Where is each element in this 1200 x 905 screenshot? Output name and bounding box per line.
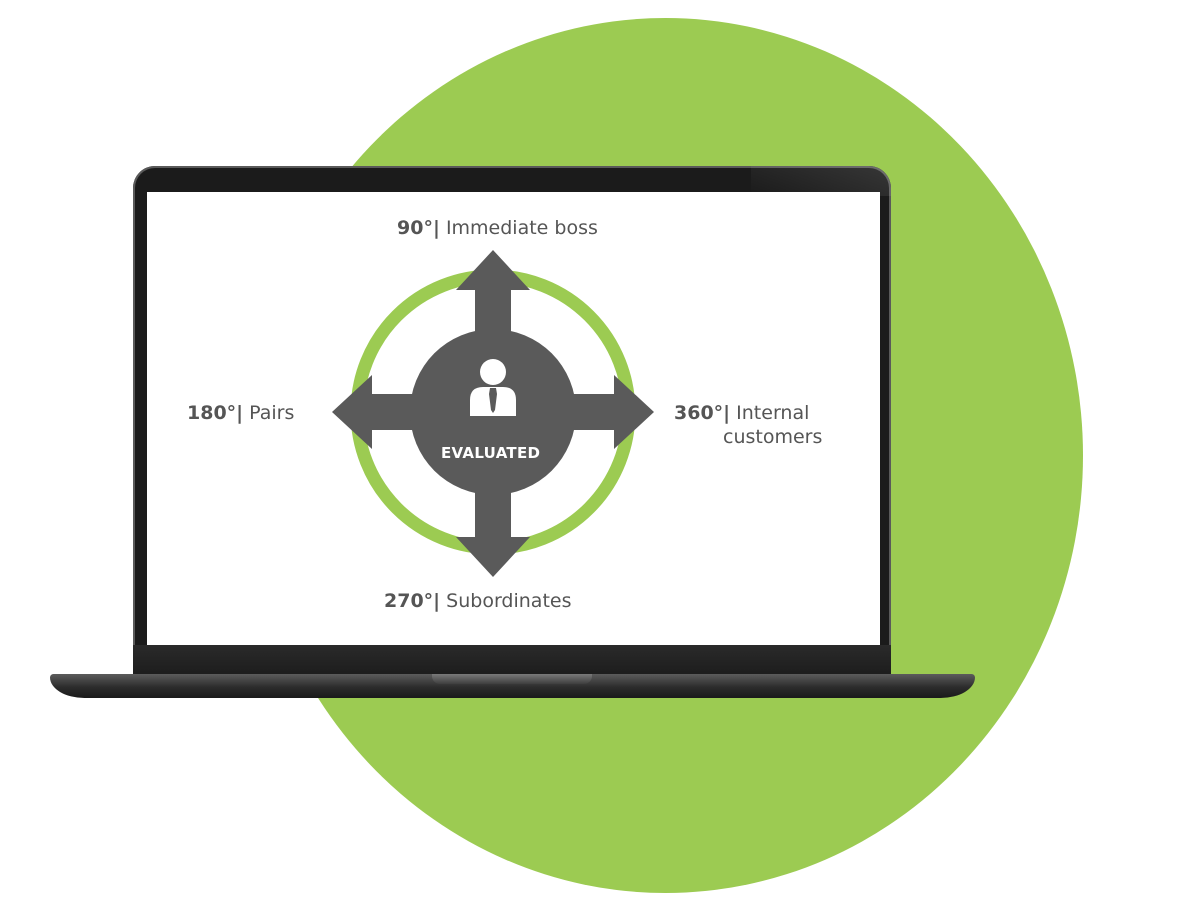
- center-label: EVALUATED: [441, 444, 541, 462]
- label-right-line2: customers: [723, 426, 823, 448]
- label-top-degree: 90°|: [397, 217, 440, 239]
- label-bottom-text: Subordinates: [446, 590, 572, 612]
- arrow-left: [332, 375, 437, 449]
- lid-glare: [751, 166, 891, 196]
- laptop-screen: 90°| Immediate boss 180°| Pairs 360°| In…: [147, 192, 880, 645]
- label-right-text: Internal: [736, 402, 810, 424]
- arrow-down: [456, 474, 530, 577]
- evaluation-diagram: [332, 250, 654, 577]
- label-left-degree: 180°|: [187, 402, 244, 424]
- laptop-hinge: [133, 645, 891, 675]
- label-bottom: 270°| Subordinates: [384, 589, 571, 613]
- laptop-base-notch: [432, 674, 592, 684]
- label-left: 180°| Pairs: [187, 401, 294, 425]
- label-top-text: Immediate boss: [445, 217, 598, 239]
- direction-arrows: [332, 250, 654, 577]
- label-top: 90°| Immediate boss: [397, 216, 598, 240]
- label-bottom-degree: 270°|: [384, 590, 441, 612]
- arrow-right: [549, 375, 654, 449]
- label-right: 360°| Internal: [674, 401, 809, 425]
- label-left-text: Pairs: [249, 402, 295, 424]
- person-tie-icon: [470, 359, 516, 416]
- label-right-degree: 360°|: [674, 402, 731, 424]
- arrow-up: [456, 250, 530, 352]
